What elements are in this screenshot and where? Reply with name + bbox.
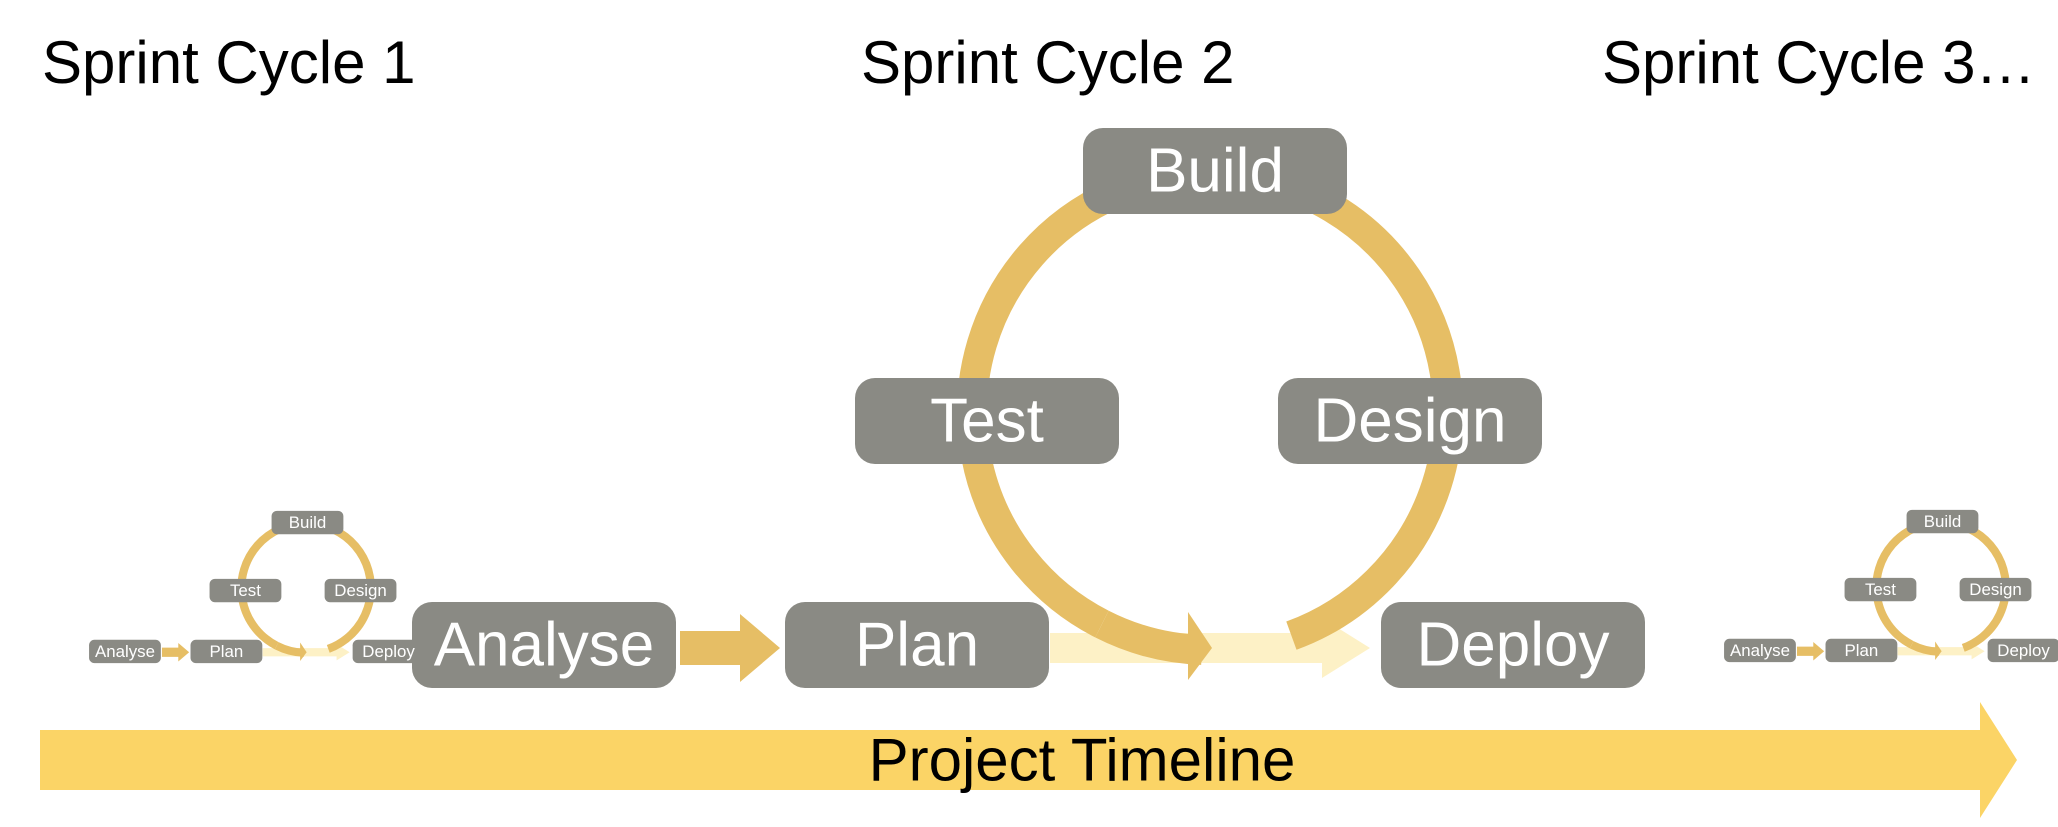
- sprint-2-step-deploy-label: Deploy: [1417, 611, 1610, 680]
- sprint-3-step-build-box: [1906, 509, 1979, 534]
- sprint-1-step-test-label: Test: [230, 581, 261, 600]
- sprint-3-step-design-box: [1959, 577, 2032, 602]
- sprint-2-step-deploy-box: [1381, 602, 1645, 688]
- sprint-3-ring-arrowhead: [1935, 641, 1942, 660]
- timeline-arrow: [40, 702, 2017, 818]
- sprint-1-step-test-box: [209, 578, 282, 603]
- sprint-1-ring-lower: [274, 642, 305, 657]
- sprint-3-ring-lower: [1909, 641, 1940, 656]
- sprint-2-step-test-box: [855, 378, 1119, 464]
- sprint-2-step-analyse-label: Analyse: [434, 611, 655, 680]
- sprint-2-step-plan-label: Plan: [855, 611, 979, 680]
- sprint-2-step-test-label: Test: [930, 387, 1044, 456]
- sprint-1-ring-arrowhead: [300, 642, 307, 661]
- sprint-3-step-plan-label: Plan: [1845, 641, 1879, 660]
- sprint-2-step-plan-box: [785, 602, 1049, 688]
- sprint-2-ring-lower: [1095, 610, 1203, 665]
- sprint-2-step-analyse-box: [412, 602, 676, 688]
- sprint-3-step-analyse-box: [1724, 638, 1796, 663]
- sprint-3-step-build-label: Build: [1924, 512, 1962, 531]
- sprint-2-step-design-label: Design: [1314, 387, 1507, 456]
- sprint-1-analyse-plan-arrow: [161, 643, 190, 662]
- sprint-1-step-plan-box: [190, 639, 263, 664]
- sprint-3-step-test-box: [1844, 577, 1917, 602]
- timeline-label: Project Timeline: [869, 727, 1296, 794]
- sprint-3-step-design-label: Design: [1969, 580, 2021, 599]
- sprint-3-step-test-label: Test: [1865, 580, 1896, 599]
- sprint-cycle-2-title: Sprint Cycle 2: [861, 29, 1235, 96]
- sprint-2-step-design-box: [1278, 378, 1542, 464]
- sprint-2-analyse-plan-arrow: [680, 614, 780, 682]
- sprint-1-step-build-box: [271, 510, 344, 535]
- sprint-1-step-build-label: Build: [289, 513, 327, 532]
- sprint-3-step-deploy-box: [1987, 638, 2058, 663]
- sprint-3-step-analyse-label: Analyse: [1730, 641, 1790, 660]
- sprint-2-ring-arrowhead: [1188, 612, 1212, 680]
- sprint-1-step-deploy-label: Deploy: [362, 642, 415, 661]
- sprint-1-step-deploy-box: [352, 639, 425, 664]
- sprint-1-step-design-box: [324, 578, 397, 603]
- sprint-3-analyse-plan-arrow: [1796, 642, 1825, 661]
- sprint-1-step-design-label: Design: [334, 581, 386, 600]
- sprint-cycle-1-title: Sprint Cycle 1: [42, 29, 416, 96]
- sprint-2-step-build-box: [1083, 128, 1347, 214]
- sprint-2-step-build-label: Build: [1146, 137, 1284, 206]
- sprint-1-step-analyse-box: [89, 639, 161, 664]
- sprint-3-step-plan-box: [1825, 638, 1898, 663]
- sprint-3-step-deploy-label: Deploy: [1997, 641, 2050, 660]
- sprint-cycle-3-title: Sprint Cycle 3…: [1602, 29, 2036, 96]
- sprint-1-step-plan-label: Plan: [210, 642, 244, 661]
- sprint-1-step-analyse-label: Analyse: [95, 642, 155, 661]
